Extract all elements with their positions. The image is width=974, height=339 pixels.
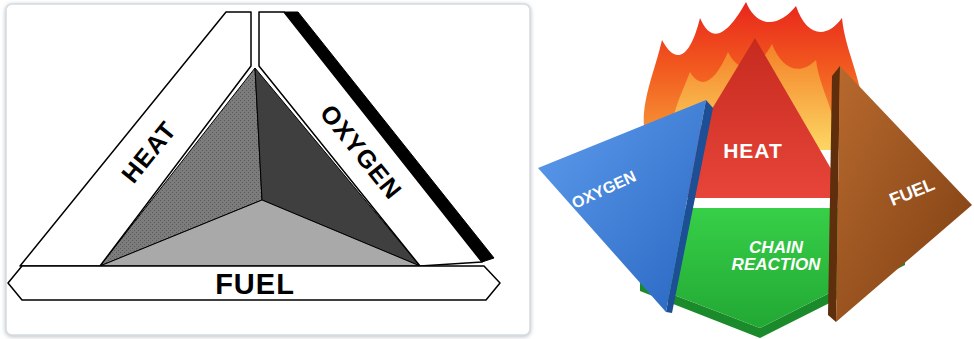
oxygen-bar: OXYGEN [256,10,500,268]
node-outline [18,10,254,268]
oxygen-face: OXYGEN [535,95,715,317]
outline-shape [836,66,972,322]
outline-shape [8,266,500,300]
outline-shape [640,208,905,328]
node-label: HEAT [723,140,783,161]
node-outline [256,10,500,268]
heat-bar: HEAT [18,10,254,268]
outline-shape [658,38,848,198]
node-label: CHAIN REACTION [721,239,831,273]
triangle-facet [100,200,420,266]
node-outline [535,95,715,317]
photo-frame [6,4,530,335]
node-label: FUEL [215,270,295,299]
fuel-face: FUEL [824,60,974,326]
fuel-bar: FUEL [6,264,504,302]
outline-shape [20,12,251,266]
outline-shape [259,12,482,266]
